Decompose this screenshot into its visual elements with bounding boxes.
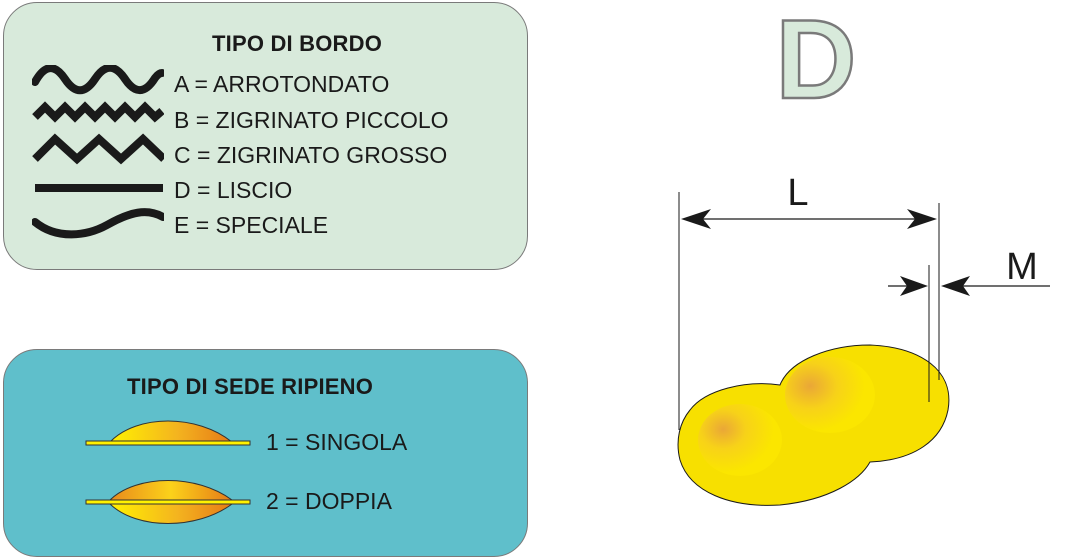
single-filling-icon — [85, 420, 251, 446]
edge-legend-item-a: A = ARROTONDATO — [174, 71, 390, 97]
length-dimension — [678, 192, 940, 430]
edge-code-letter: D — [776, 0, 857, 122]
small-zigzag-icon — [32, 101, 164, 123]
length-label: L — [787, 172, 808, 214]
edge-legend-item-c: C = ZIGRINATO GROSSO — [174, 142, 448, 168]
filling-icons-group — [85, 420, 251, 524]
edge-legend-title: TIPO DI BORDO — [212, 31, 383, 56]
rounded-wave-icon — [32, 65, 164, 95]
filling-legend-item-2: 2 = DOPPIA — [266, 488, 392, 514]
double-filling-icon — [85, 480, 251, 524]
edge-type-legend-panel: TIPO DI BORDO A = ARROTONDATO B = ZIGRIN… — [3, 2, 528, 270]
edge-legend-item-d: D = LISCIO — [174, 177, 293, 203]
edge-icons-group — [32, 65, 164, 239]
margin-label: M — [1006, 246, 1038, 288]
edge-legend-item-b: B = ZIGRINATO PICCOLO — [174, 107, 449, 133]
ravioli-shape — [677, 344, 950, 506]
filling-type-legend-panel: TIPO DI SEDE RIPIENO 1 = SINGOLA — [3, 349, 528, 557]
s-curve-icon — [32, 208, 164, 239]
filling-legend-item-1: 1 = SINGOLA — [266, 429, 408, 455]
margin-dimension — [888, 265, 1050, 402]
edge-legend-item-e: E = SPECIALE — [174, 212, 329, 238]
filling-legend-title: TIPO DI SEDE RIPIENO — [127, 374, 374, 399]
large-zigzag-icon — [32, 133, 164, 165]
